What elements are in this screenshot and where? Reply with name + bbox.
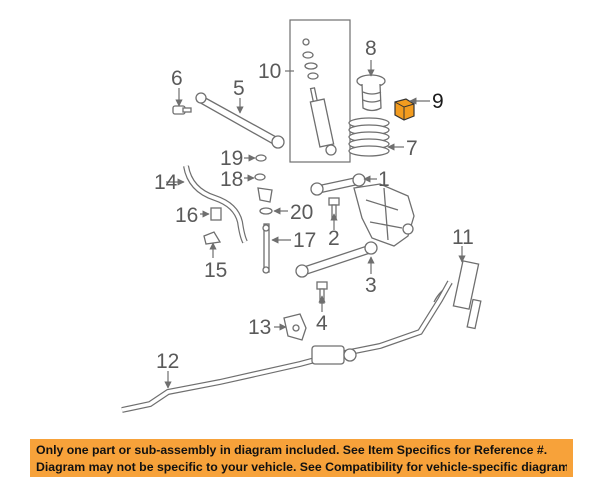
part-15-bracket — [203, 231, 222, 245]
disclaimer-line-1: Only one part or sub-assembly in diagram… — [36, 443, 548, 457]
part-5-lateral-rod — [195, 92, 285, 149]
part-18-bushing — [254, 173, 266, 181]
callout-8: 8 — [365, 37, 377, 60]
leader-lines — [164, 60, 466, 389]
part-12-line — [121, 280, 453, 413]
callout-4: 4 — [316, 312, 328, 335]
callout-2: 2 — [328, 227, 340, 250]
callout-10: 10 — [258, 60, 281, 83]
callout-7: 7 — [406, 137, 418, 160]
part-16-bushing — [210, 207, 222, 221]
callout-19: 19 — [220, 147, 243, 170]
callout-14: 14 — [154, 171, 178, 194]
part-3-lower-control-arm — [295, 241, 378, 278]
callout-6: 6 — [171, 67, 183, 90]
part-6-bolt — [172, 105, 192, 115]
callout-5: 5 — [233, 77, 245, 100]
callout-1: 1 — [378, 168, 390, 191]
part-7-coil-spring — [348, 117, 390, 157]
callouts: 10 8 9 7 6 5 19 18 14 16 20 1 2 17 15 3 … — [154, 37, 474, 373]
callout-15: 15 — [204, 259, 227, 282]
part-axle-bracket — [353, 183, 415, 247]
part-bracket-small — [257, 187, 273, 203]
callout-16: 16 — [175, 204, 198, 227]
callout-13: 13 — [248, 316, 271, 339]
part-19-bushing — [255, 154, 267, 162]
callout-11: 11 — [452, 226, 474, 249]
callout-12: 12 — [156, 350, 179, 373]
callout-18: 18 — [220, 168, 243, 191]
part-9-bump-stop-bracket — [394, 98, 415, 121]
part-14-stabilizer-bar — [183, 165, 248, 244]
part-8-bump-stop — [356, 74, 386, 112]
part-20-washer — [259, 207, 273, 215]
part-10-shock-absorber — [289, 19, 351, 163]
disclaimer-line-2: Diagram may not be specific to your vehi… — [36, 460, 567, 474]
part-1-upper-control-arm — [310, 173, 366, 196]
disclaimer-banner: Only one part or sub-assembly in diagram… — [30, 439, 573, 477]
callout-9: 9 — [432, 90, 444, 113]
part-13-bracket — [283, 313, 307, 341]
callout-17: 17 — [293, 229, 316, 252]
callout-3: 3 — [365, 274, 377, 297]
part-17-stabilizer-link — [262, 223, 270, 274]
callout-20: 20 — [290, 201, 313, 224]
